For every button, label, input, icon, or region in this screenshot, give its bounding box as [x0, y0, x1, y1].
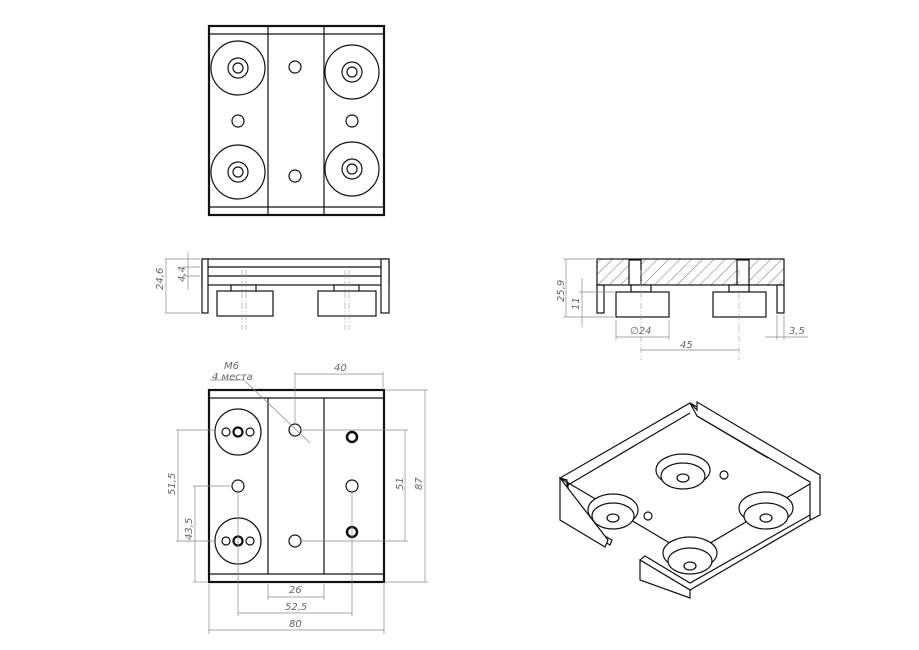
iso-wheel-1 — [655, 453, 711, 490]
wheel-top-right — [324, 44, 380, 100]
dim-side-height: 24,6 — [155, 268, 166, 290]
dim-hole-offset-y: 43,5 — [184, 518, 195, 540]
dim-section-height: 25,9 — [556, 280, 567, 302]
iso-wheel-4 — [662, 536, 718, 575]
dim-hole-spacing-x2: 52,5 — [285, 602, 307, 613]
thread-label: M6 — [224, 361, 239, 372]
dim-total-height: 87 — [414, 477, 425, 490]
dim-hole-spacing-x: 40 — [334, 363, 347, 374]
side-view: 24,6 4,4 — [155, 252, 390, 330]
thread-count: 4 места — [212, 372, 253, 383]
wheel-bottom-right — [324, 141, 380, 197]
isometric-view — [558, 400, 822, 599]
iso-wheel-3 — [738, 491, 794, 530]
dim-wheel-spacing: 45 — [680, 340, 693, 351]
section-view: 25,9 11 ∅24 45 3,5 — [556, 258, 808, 360]
dim-center-width: 26 — [289, 585, 302, 596]
dim-plate-thickness: 4,4 — [177, 266, 188, 282]
dim-total-width: 80 — [289, 619, 302, 630]
bottom-view: M6 4 места 40 51,5 43,5 51 87 26 52,5 80 — [167, 361, 428, 634]
dim-hole-spacing-y: 51 — [395, 477, 406, 490]
dim-wheel-diameter: ∅24 — [630, 326, 651, 337]
top-view — [207, 24, 386, 217]
dim-flange-thickness: 3,5 — [789, 326, 805, 337]
iso-wheel-2 — [587, 493, 639, 530]
wheel-bottom-left — [210, 144, 266, 200]
dim-wheel-spacing-y: 51,5 — [167, 473, 178, 495]
wheel-top-left — [210, 40, 266, 96]
dim-wheel-offset: 11 — [571, 297, 582, 310]
